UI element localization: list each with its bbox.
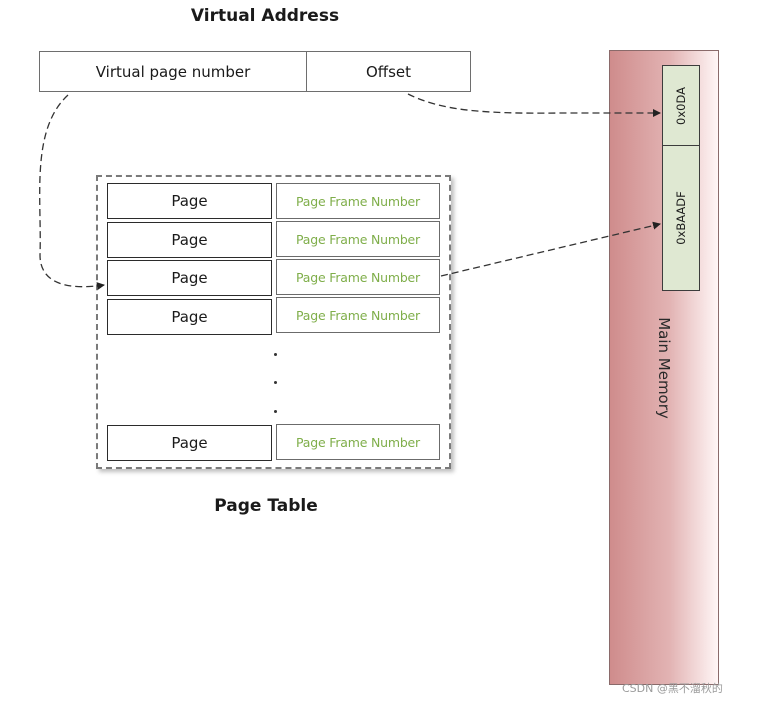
page-table-pfn-cell: Page Frame Number [276,183,440,219]
memory-cell-address: 0x0DA [674,86,688,125]
vpn-to-page-arrow [39,94,105,290]
offset-field: Offset [306,51,471,92]
page-table-pfn-cell: Page Frame Number [276,221,440,257]
page-table-title: Page Table [214,496,318,516]
main-memory-label: Main Memory [655,317,673,419]
page-table-page-cell: Page [107,222,272,258]
watermark-text: CSDN @黑不溜秋的 [622,682,723,695]
virtual-address-title: Virtual Address [190,6,340,26]
ellipsis-dot [274,410,277,413]
page-table-pfn-cell: Page Frame Number [276,259,440,295]
page-table-pfn-cell: Page Frame Number [276,424,440,460]
page-table-page-cell: Page [107,425,272,461]
ellipsis-dot [274,381,277,384]
page-table-page-cell: Page [107,260,272,296]
memory-cell-address: 0xBAADF [674,191,688,245]
virtual-page-number-field: Virtual page number [39,51,307,92]
ellipsis-dot [274,353,277,356]
memory-cell: 0x0DA [662,65,700,146]
memory-cell: 0xBAADF [662,145,700,291]
page-table-pfn-cell: Page Frame Number [276,297,440,333]
page-table-page-cell: Page [107,183,272,219]
page-table-page-cell: Page [107,299,272,335]
